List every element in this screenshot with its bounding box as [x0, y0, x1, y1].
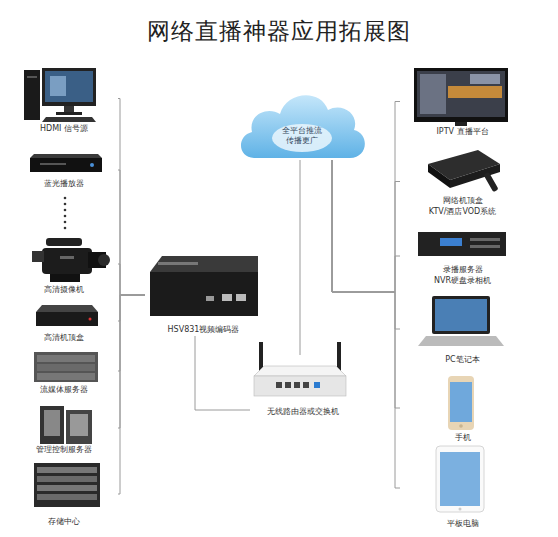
output-device: 平板电脑	[400, 446, 525, 530]
device-label: PC笔记本	[445, 355, 479, 366]
output-device: 录播服务器NVR硬盘录相机	[400, 225, 525, 287]
source-device: 高清摄像机	[10, 232, 118, 296]
device-label: 无线路由器或交换机	[267, 407, 339, 418]
device-label: 网络机顶盒	[443, 196, 483, 207]
network-settop-icon	[428, 150, 500, 192]
connector-line	[118, 264, 145, 295]
source-device: 存储中心	[10, 460, 118, 528]
device-label: 手机	[455, 433, 471, 444]
connector-line	[332, 160, 400, 292]
device-label: 高清摄像机	[44, 285, 84, 296]
source-device: 蓝光播放器	[10, 150, 118, 190]
device-label: 录播服务器	[443, 265, 483, 276]
source-device: 流媒体服务器	[10, 346, 118, 396]
connector-line	[332, 160, 400, 292]
tablet-icon	[436, 446, 484, 512]
recording-server-icon	[418, 232, 506, 256]
device-label: 存储中心	[48, 517, 80, 528]
ellipsis-dots	[64, 197, 67, 230]
connector-line	[118, 99, 145, 296]
connector-line	[118, 295, 145, 371]
tv-icon	[414, 68, 508, 126]
encoder-icon	[150, 256, 258, 316]
phone-icon	[448, 376, 474, 430]
connector-line	[332, 160, 400, 329]
encoder-box: HSV831视频编码器	[145, 250, 262, 336]
connector-line	[300, 160, 301, 355]
output-device: 网络机顶盒KTV/酒店VOD系统	[400, 145, 525, 218]
source-device: 管理控制服务器	[10, 400, 118, 456]
device-label: HDMI 信号源	[40, 124, 88, 135]
connector-line	[118, 170, 145, 295]
laptop-icon	[418, 296, 504, 346]
cloud-highlight	[272, 124, 332, 152]
source-device: HDMI 信号源	[10, 62, 118, 135]
diagram-title: 网络直播神器应用拓展图	[0, 16, 558, 47]
cloud-outline	[241, 95, 365, 158]
connector-line	[195, 336, 250, 410]
device-label: 全平台推流 传播更广	[280, 126, 324, 146]
device-label: 高清机顶盒	[44, 333, 84, 344]
device-label: HSV831视频编码器	[168, 325, 240, 336]
connector-line	[118, 295, 145, 428]
output-device: IPTV 直播平台	[400, 65, 525, 138]
output-device: PC笔记本	[400, 292, 525, 366]
device-label: NVR硬盘录相机	[434, 276, 491, 287]
connector-line	[118, 295, 145, 494]
device-label: 平板电脑	[447, 519, 479, 530]
device-label: IPTV 直播平台	[436, 127, 488, 138]
storage-icon	[34, 463, 100, 507]
camcorder-icon	[32, 238, 110, 282]
control-server-icon	[40, 406, 92, 444]
connector-line	[332, 160, 400, 488]
settop-box-icon	[36, 305, 98, 326]
cloud-node: 全平台推流 传播更广	[232, 78, 372, 160]
connector-line	[118, 295, 145, 321]
connector-line	[332, 160, 400, 408]
cloud-shape	[232, 78, 372, 160]
output-device: 手机	[400, 372, 525, 444]
router-box: 无线路由器或交换机	[250, 355, 355, 418]
pc-icon	[24, 68, 96, 122]
device-label: 管理控制服务器	[36, 445, 92, 456]
device-label: 流媒体服务器	[40, 385, 88, 396]
bluray-icon	[30, 154, 102, 172]
device-label: KTV/酒店VOD系统	[429, 207, 496, 218]
streaming-server-icon	[34, 352, 98, 382]
device-label: 蓝光播放器	[44, 179, 84, 190]
source-device: 高清机顶盒	[10, 298, 118, 344]
